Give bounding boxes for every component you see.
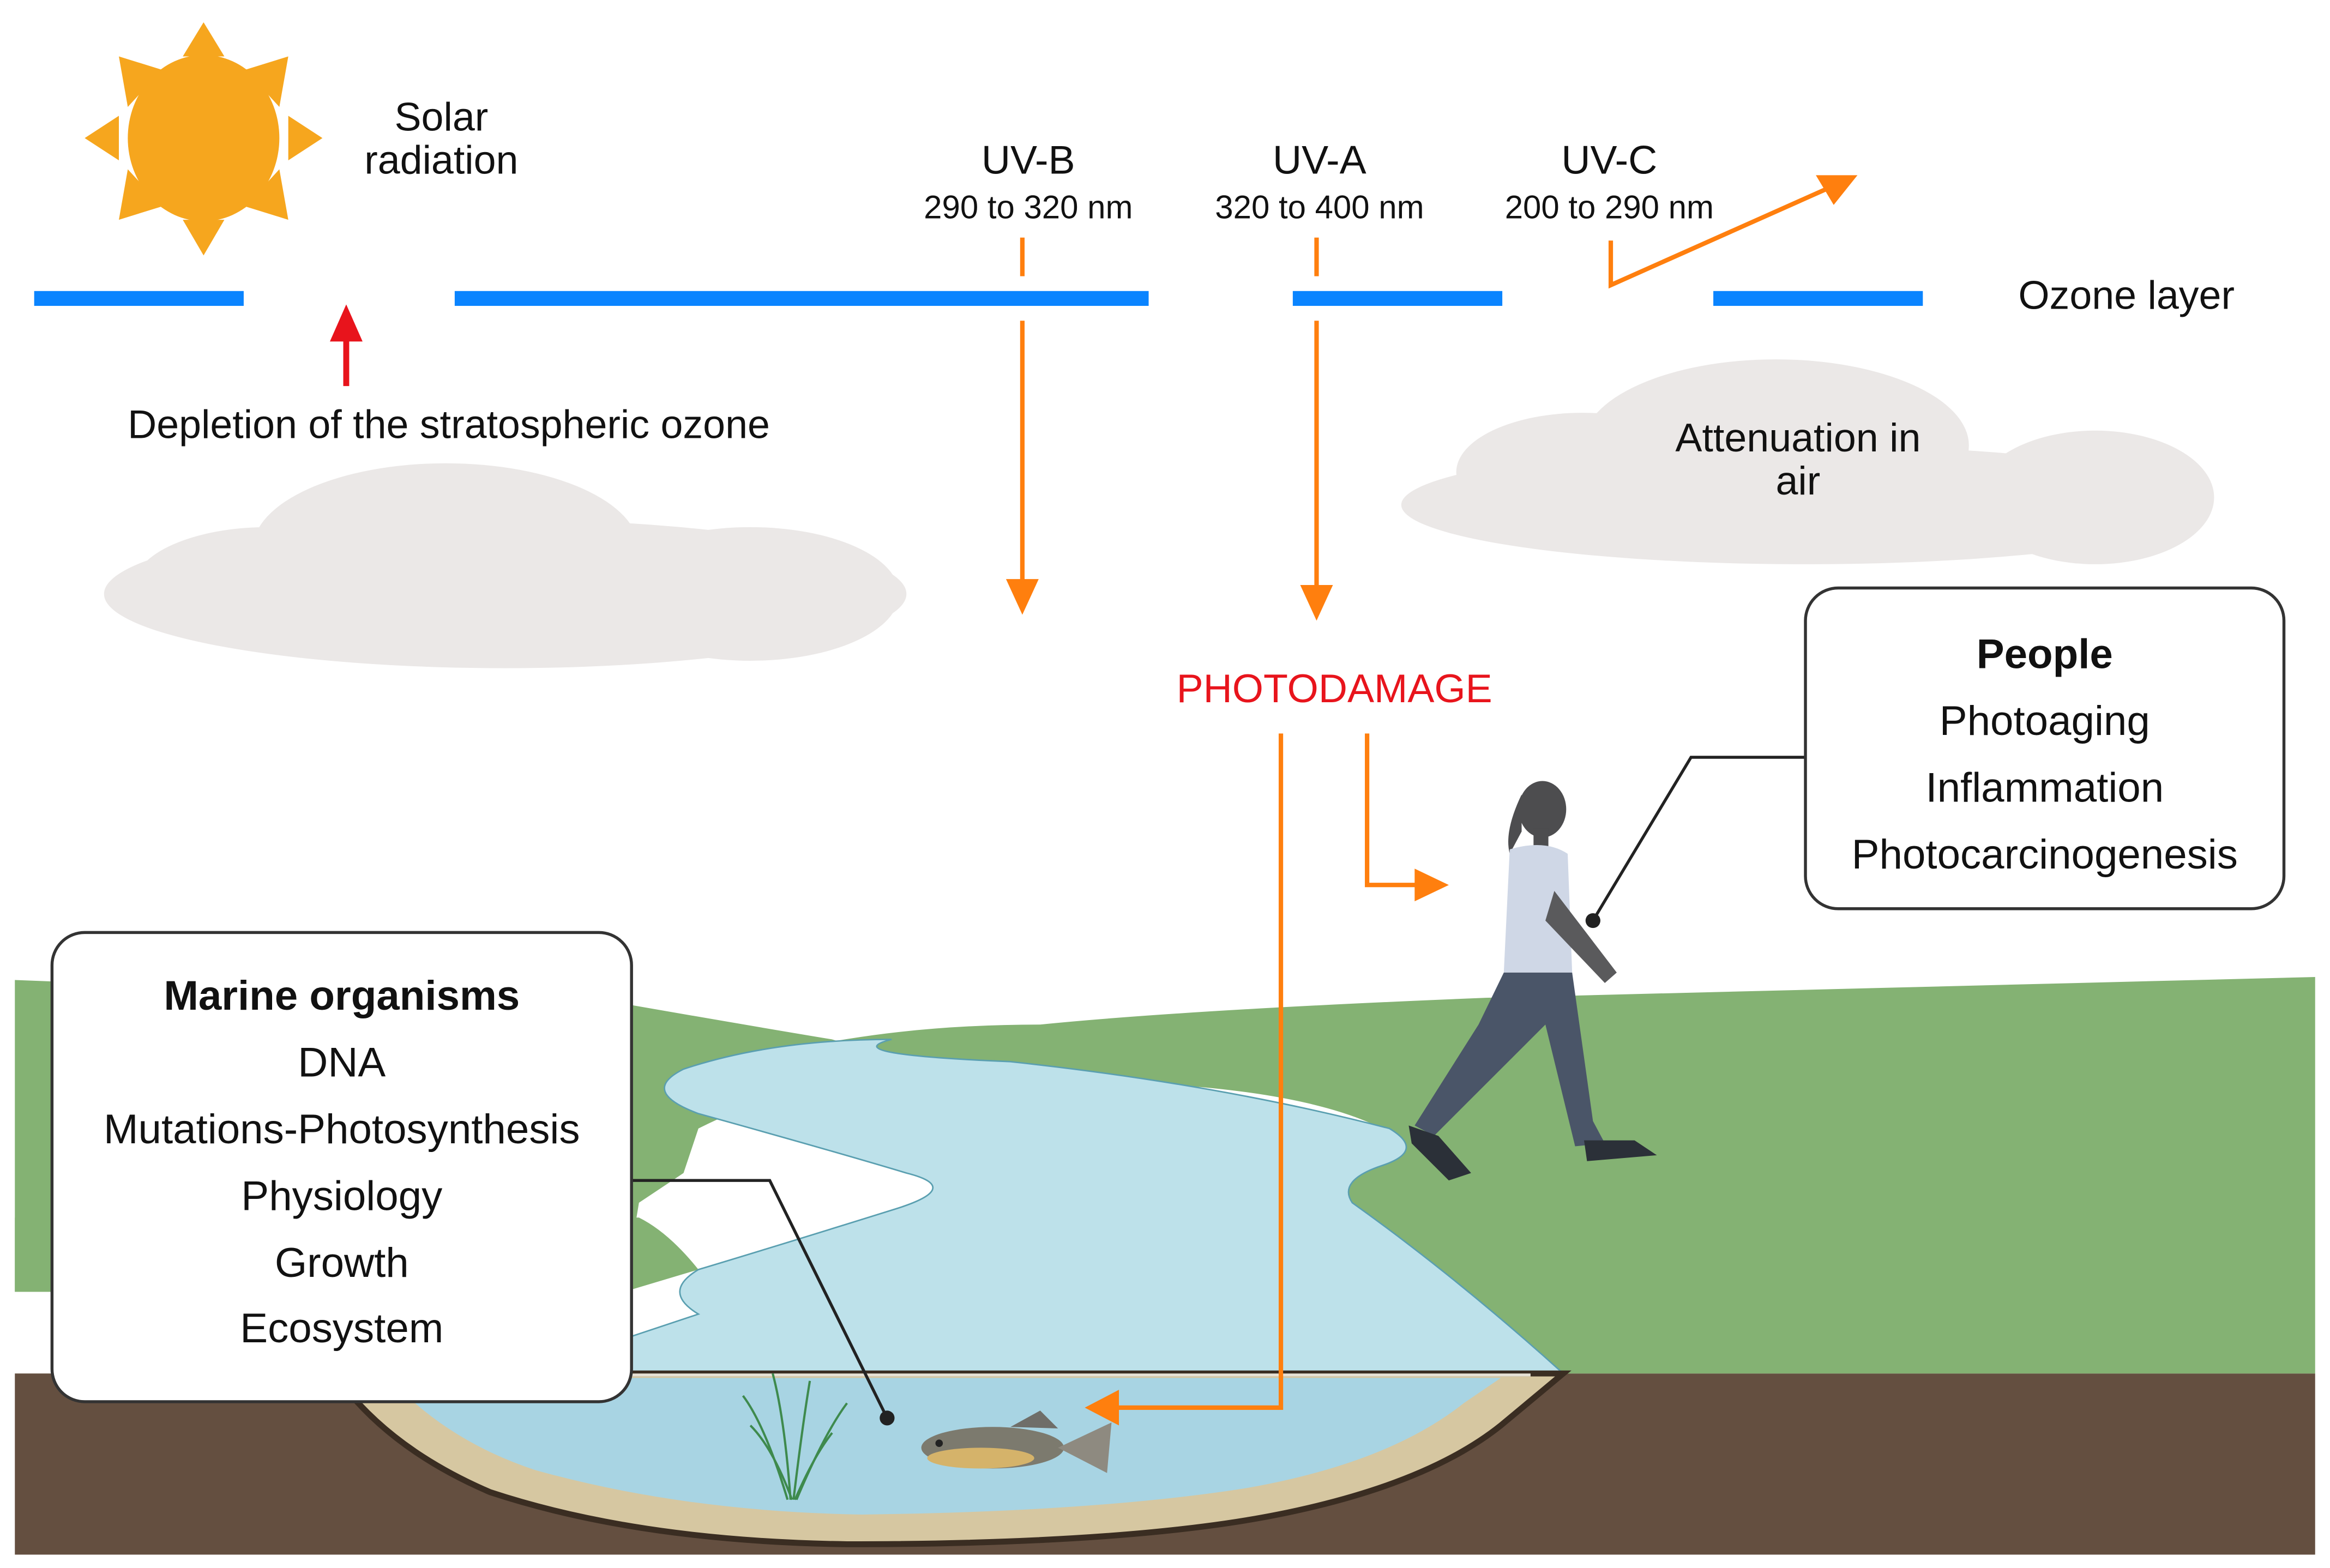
people-callout-box: People Photoaging Inflammation Photocarc…: [1804, 586, 2286, 910]
sun-icon: [85, 22, 323, 256]
marine-item: DNA: [298, 1040, 386, 1086]
ozone-segment: [34, 291, 244, 306]
ozone-segment: [1292, 291, 1503, 306]
ozone-layer-label: Ozone layer: [2018, 273, 2235, 318]
people-item: Photoaging: [1940, 698, 2150, 744]
ozone-segment: [454, 291, 1149, 306]
uv-c-reflect-arrow-icon: [1608, 175, 1858, 289]
attenuation-label-2: air: [1776, 458, 1821, 503]
fish-icon: [921, 1410, 1112, 1473]
arrow-to-fish-icon: [1085, 733, 1284, 1426]
seaweed-icon: [742, 1373, 848, 1500]
uv-a-label: UV-A: [1273, 137, 1366, 183]
marine-item: Mutations-Photosynthesis: [104, 1106, 580, 1153]
uv-c-range: 200 to 290 nm: [1505, 189, 1714, 225]
person-walking-icon: [1408, 781, 1657, 1181]
marine-item: Growth: [275, 1240, 409, 1286]
photodamage-label: PHOTODAMAGE: [1177, 666, 1492, 711]
uv-b-arrow-icon: [1006, 237, 1039, 615]
marine-callout-box: Marine organisms DNA Mutations-Photosynt…: [50, 931, 633, 1403]
marine-title: Marine organisms: [164, 973, 520, 1019]
cloud-left: [104, 463, 907, 668]
uv-b-range: 290 to 320 nm: [924, 189, 1133, 225]
marine-item: Physiology: [241, 1173, 442, 1220]
ozone-layer: [34, 291, 1923, 306]
marine-leader-line: [631, 1179, 895, 1426]
solar-radiation-label-1: Solar: [394, 94, 488, 140]
uv-c-label: UV-C: [1561, 137, 1657, 183]
uv-a-range: 320 to 400 nm: [1215, 189, 1424, 225]
people-title: People: [1977, 631, 2113, 678]
people-item: Inflammation: [1925, 765, 2164, 811]
people-leader-line: [1585, 756, 1807, 928]
people-item: Photocarcinogenesis: [1852, 831, 2238, 878]
solar-radiation-label-2: radiation: [364, 137, 518, 183]
arrow-to-person-icon: [1365, 733, 1449, 902]
depletion-arrow-icon: [329, 304, 363, 387]
ozone-segment: [1713, 291, 1923, 306]
marine-item: Ecosystem: [240, 1305, 443, 1352]
attenuation-label-1: Attenuation in: [1675, 415, 1920, 460]
landscape: [15, 977, 2315, 1555]
depletion-label: Depletion of the stratospheric ozone: [128, 401, 770, 447]
river: [630, 1039, 1566, 1374]
cloud-right: [1401, 359, 2214, 564]
uv-a-arrow-icon: [1300, 237, 1333, 621]
grass-right: [773, 977, 2315, 1374]
uv-b-label: UV-B: [982, 137, 1075, 183]
